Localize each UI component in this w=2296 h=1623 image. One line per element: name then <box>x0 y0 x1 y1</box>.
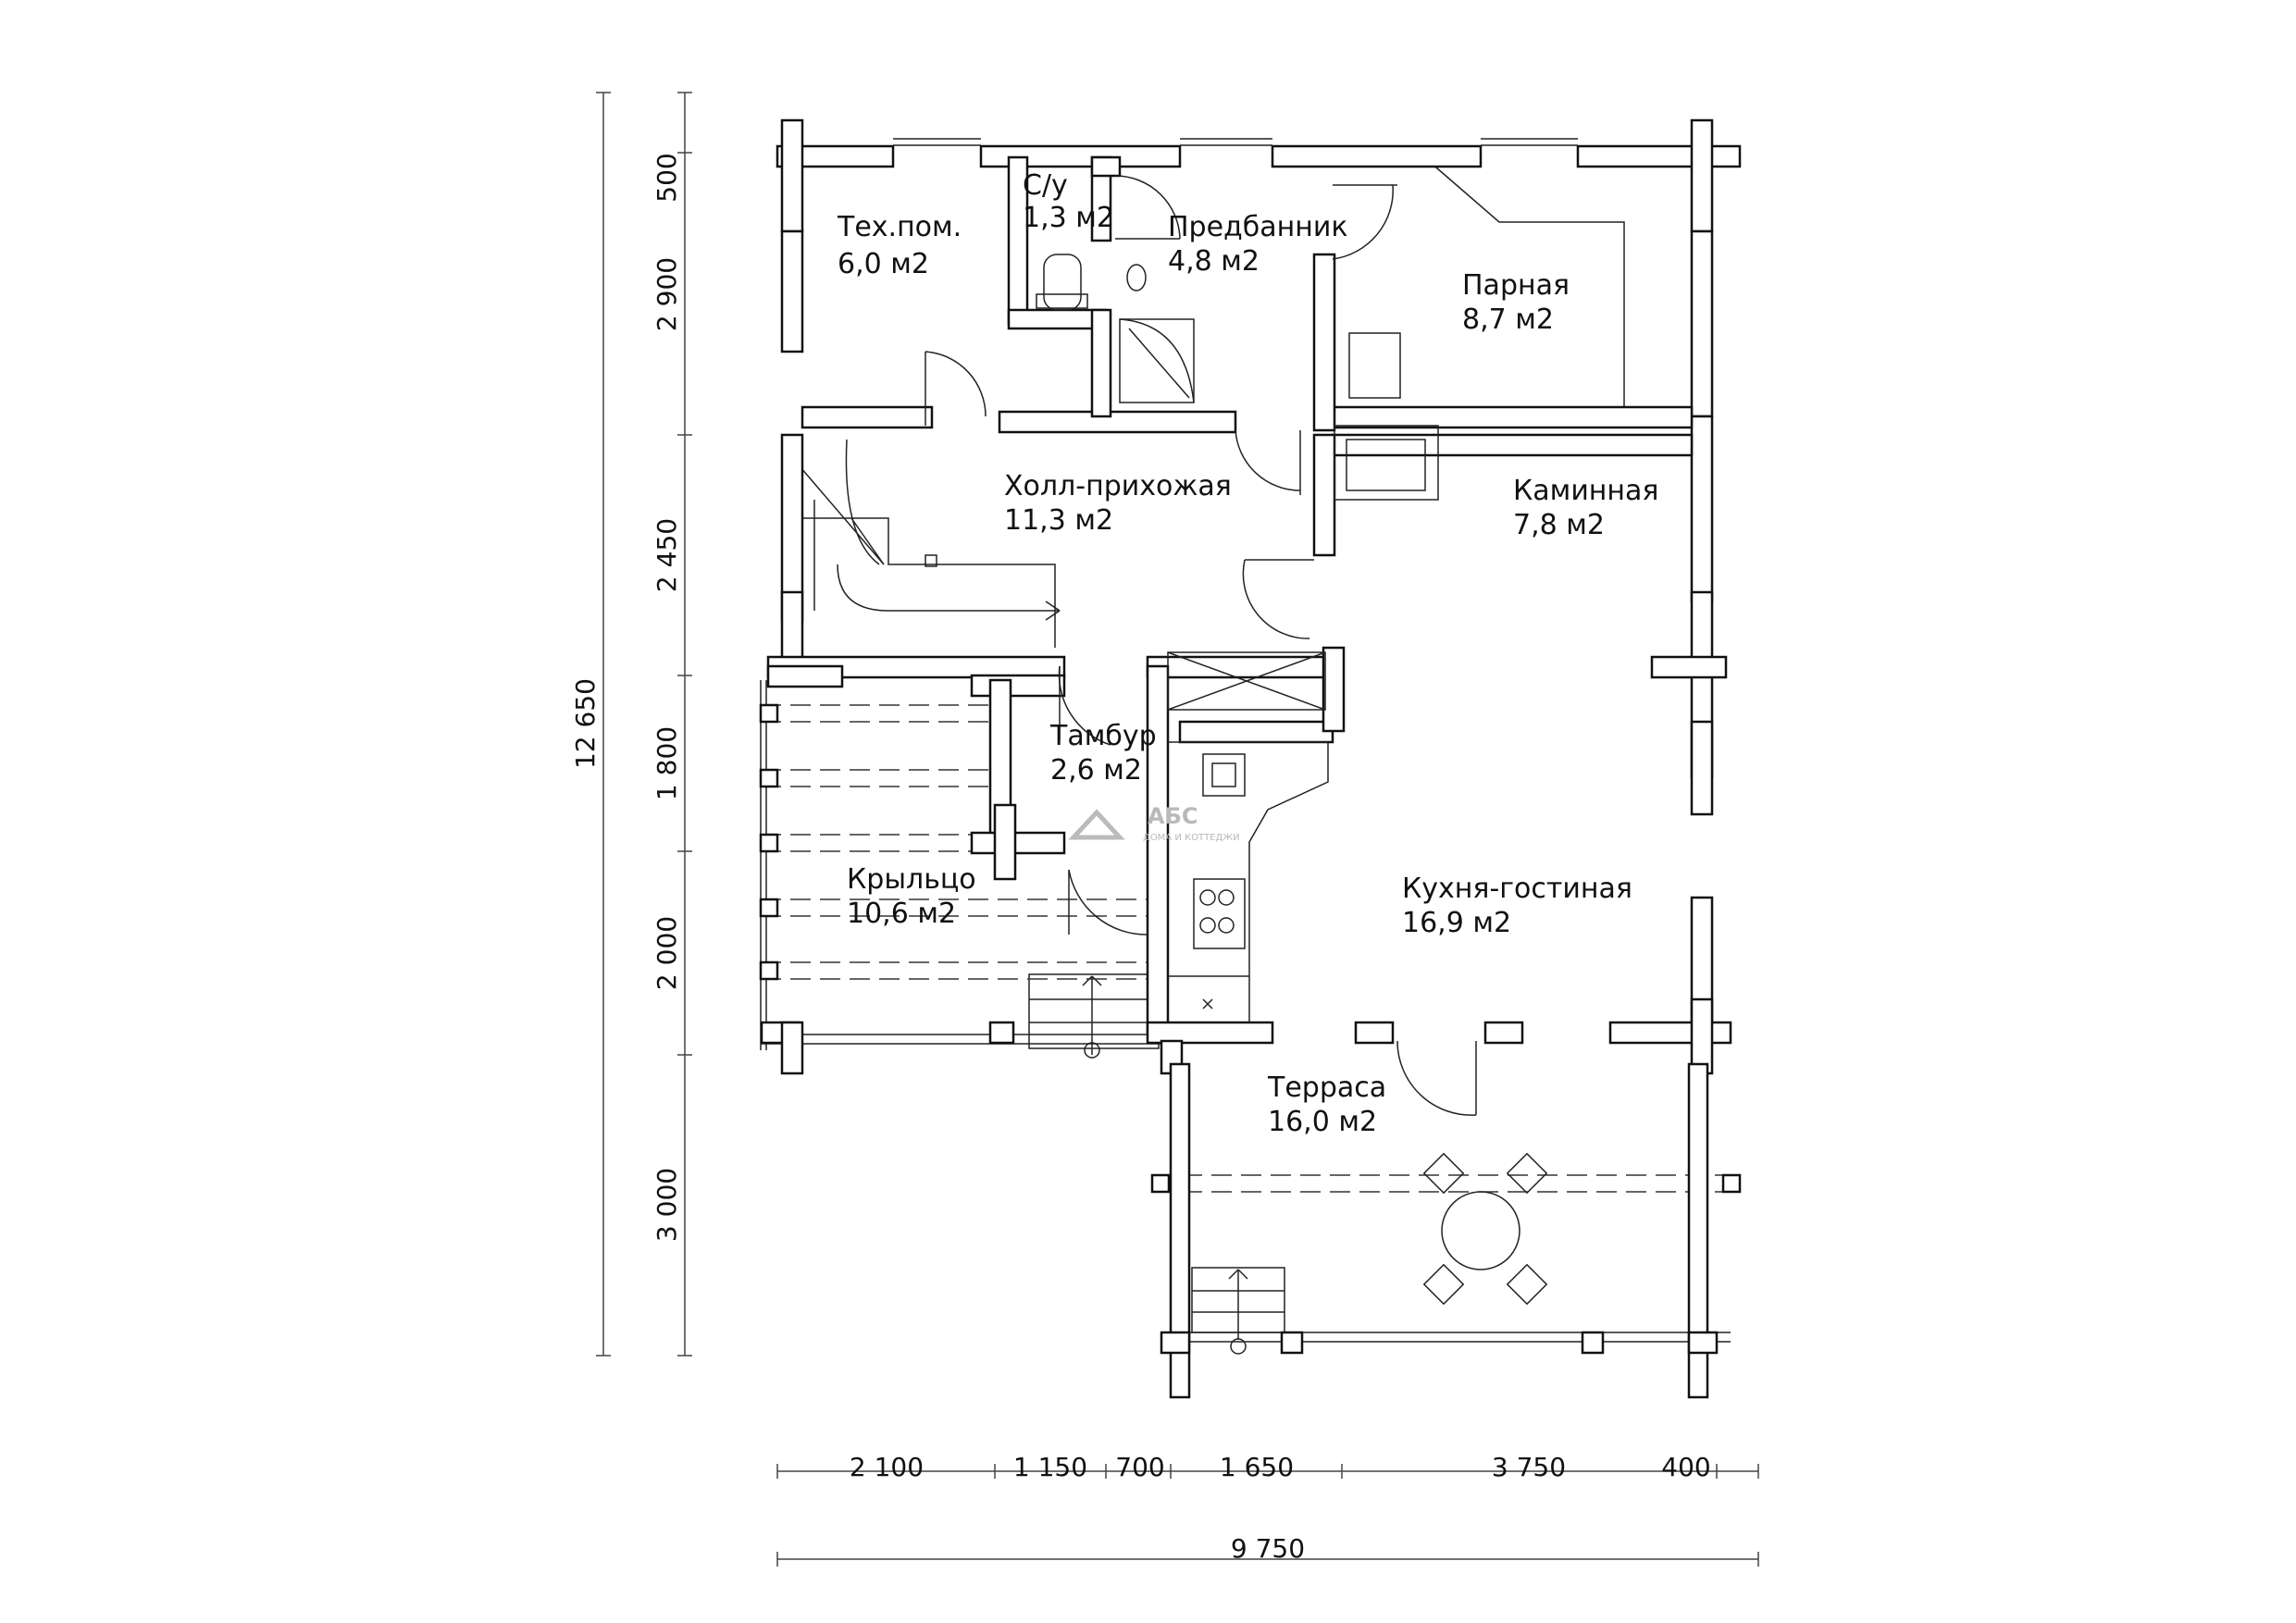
dim-left-3: 2 450 <box>652 518 682 592</box>
room-kitchen-area: 16,9 м2 <box>1402 907 1511 939</box>
watermark-logo: АБС <box>1148 803 1198 829</box>
room-wc-name: С/у <box>1023 169 1068 202</box>
dim-left-total: 12 650 <box>570 678 601 769</box>
dim-left-2: 2 900 <box>652 257 682 331</box>
room-fireplace-area: 7,8 м2 <box>1513 509 1605 541</box>
room-labels: Тех.пом. 6,0 м2 С/у 1,3 м2 Предбанник 4,… <box>837 169 1658 1138</box>
room-hall-area: 11,3 м2 <box>1004 504 1113 537</box>
watermark-tagline: ДОМА И КОТТЕДЖИ <box>1143 833 1240 843</box>
abs-logo-icon <box>1068 809 1125 840</box>
room-tech-area: 6,0 м2 <box>838 248 929 280</box>
room-kitchen-name: Кухня-гостиная <box>1402 873 1632 905</box>
walls <box>759 118 1742 1399</box>
dim-bottom-5: 3 750 <box>1492 1452 1566 1482</box>
room-fireplace-name: Каминная <box>1513 475 1658 507</box>
dim-bottom-4: 1 650 <box>1220 1452 1294 1482</box>
room-steam-name: Парная <box>1462 269 1570 302</box>
room-terrace-name: Терраса <box>1267 1072 1386 1104</box>
dim-bottom-3: 700 <box>1115 1452 1164 1482</box>
dim-left-1: 500 <box>652 153 682 202</box>
dimension-labels: 2 100 1 150 700 1 650 3 750 400 9 750 50… <box>570 153 1711 1564</box>
dim-left-4: 1 800 <box>652 726 682 800</box>
room-vestibule-name: Тамбур <box>1049 720 1157 752</box>
dim-bottom-total: 9 750 <box>1231 1533 1305 1564</box>
room-anteroom-name: Предбанник <box>1168 211 1348 243</box>
room-tech-name: Тех.пом. <box>837 211 962 243</box>
doors <box>925 175 1477 1116</box>
room-porch-area: 10,6 м2 <box>847 898 956 930</box>
room-porch-name: Крыльцо <box>847 863 976 896</box>
dim-left-5: 2 000 <box>652 916 682 990</box>
watermark: АБС ДОМА И КОТТЕДЖИ <box>1068 803 1240 843</box>
dim-bottom-1: 2 100 <box>850 1452 924 1482</box>
guide-lines <box>760 138 1731 1397</box>
room-terrace-area: 16,0 м2 <box>1268 1106 1377 1138</box>
room-steam-area: 8,7 м2 <box>1462 304 1554 336</box>
dashed-beams <box>761 704 1740 1193</box>
dim-bottom-2: 1 150 <box>1013 1452 1087 1482</box>
room-hall-name: Холл-прихожая <box>1004 470 1232 502</box>
room-vestibule-area: 2,6 м2 <box>1050 754 1142 787</box>
room-anteroom-area: 4,8 м2 <box>1168 245 1260 278</box>
dim-bottom-6: 400 <box>1661 1452 1710 1482</box>
dimension-lines <box>596 92 1759 1567</box>
room-wc-area: 1,3 м2 <box>1023 202 1114 234</box>
fixtures <box>1036 254 1548 1306</box>
dim-left-6: 3 000 <box>652 1168 682 1242</box>
